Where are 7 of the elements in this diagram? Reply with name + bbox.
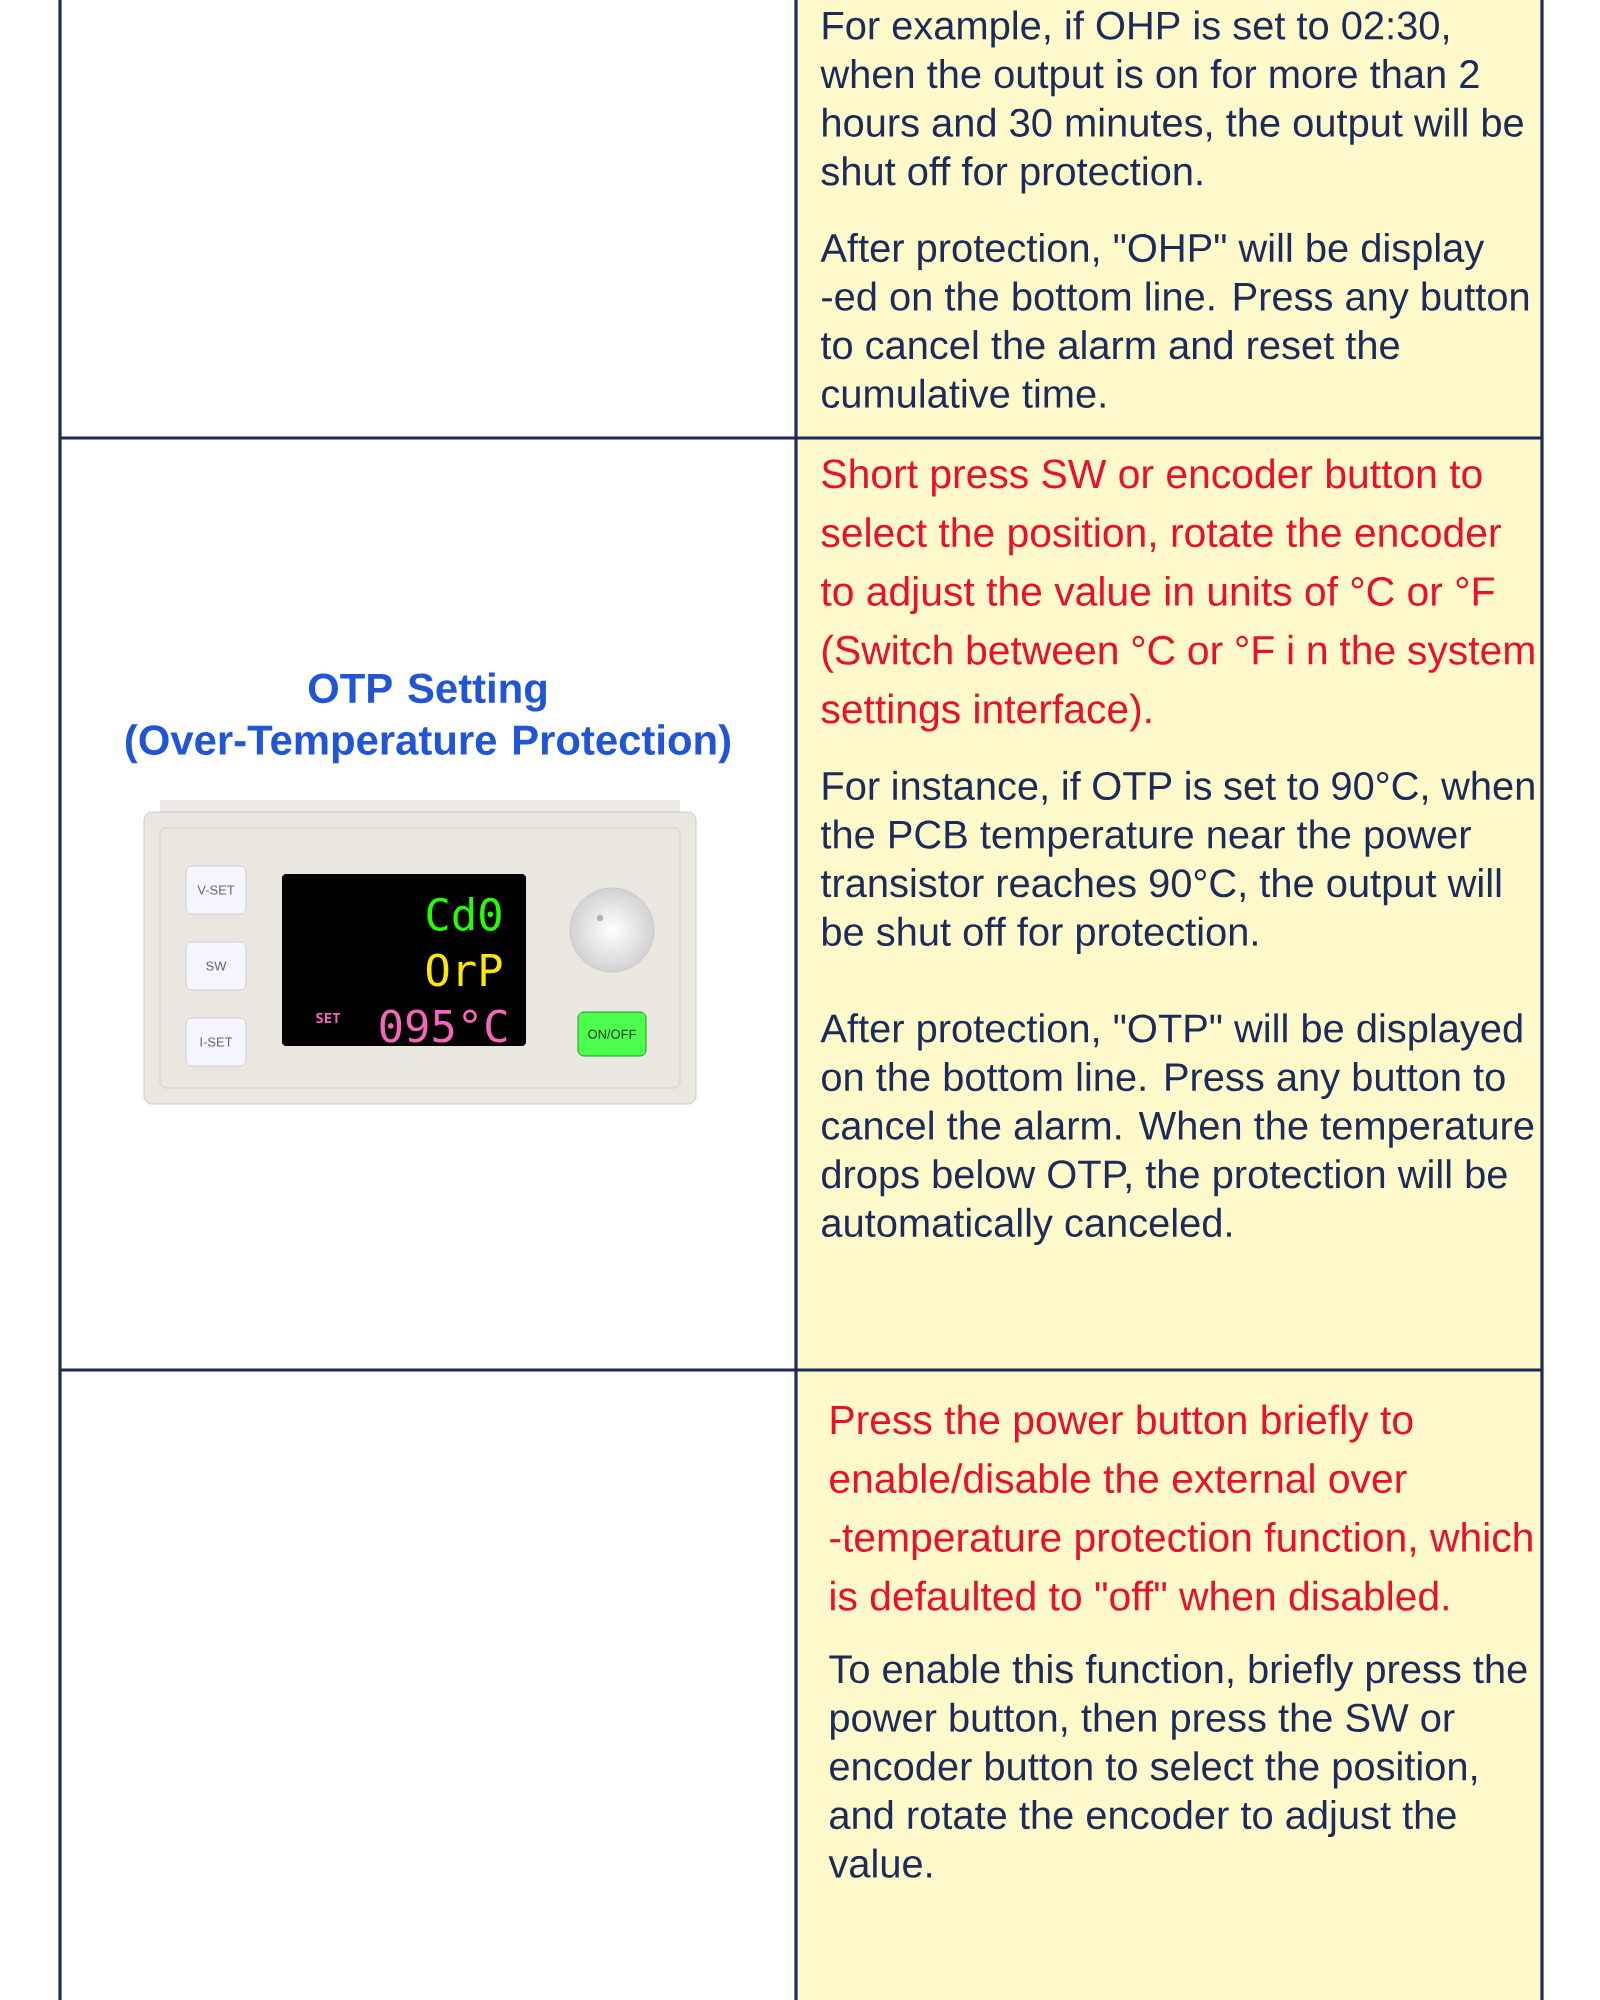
display-readout: Cd0 — [427, 897, 501, 931]
display-readout: 095°C — [380, 1009, 507, 1043]
display-readout: OrP — [426, 953, 502, 987]
instruction-text: Short press SW or encoder button to select the position, rotate the encoder to adjust the value in units of °C or °F (Switch between °C or °F i n the system settings interface). For instance, if OTP is set to 90°C, when the PCB temperature near the power transistor reaches 90°C, the output will be shut off for protection. After protection, "OTP" will be displayed on the bottom line. Press any button to cancel the alarm. When the temperature drops below OTP, the protection will be automatically canceled. — [820, 458, 1534, 1245]
instruction-text: For example, if OHP is set to 02:30, when the output is on for more than 2 hours and 30 minutes, the output will be shut off for protection. After protection, "OHP" will be display -ed on the bottom line. Press any button to cancel the alarm and reset the cumulative time. — [820, 10, 1529, 408]
section-heading: OTP Setting (Over-Temperature Protection) — [125, 672, 730, 764]
instruction-text: Press the power button briefly to enable/disable the external over -temperature protection function, which is defaulted to "off" when disabled. To enable this function, briefly press the power button, then press the SW or encoder button to select the position, and rotate the encoder to adjust the value. — [828, 1404, 1532, 1878]
